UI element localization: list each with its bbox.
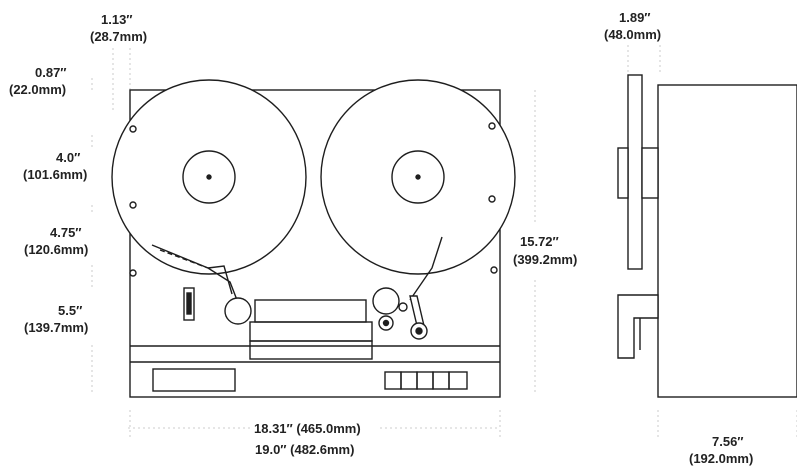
- right-reel-spindle: [415, 174, 421, 180]
- side-view: [617, 74, 797, 398]
- tape-tension-guide-left: [183, 265, 233, 321]
- side-head-bracket: [617, 294, 659, 359]
- side-reel-profile: [627, 74, 643, 270]
- dimension-5-5-inch: 5.5″: [58, 303, 83, 318]
- small-guide: [398, 302, 408, 312]
- dimension-4-75-mm: (120.6mm): [24, 242, 89, 257]
- side-hub-bridge: [641, 147, 659, 199]
- dimension-1-89-mm: (48.0mm): [604, 27, 662, 42]
- dimension-19-0: 19.0″ (482.6mm): [255, 442, 355, 457]
- dimension-1-13-inch: 1.13″: [101, 12, 133, 27]
- pinch-roller-core: [382, 319, 390, 327]
- head-cover: [254, 299, 367, 323]
- tension-arm-pivot-core: [415, 327, 423, 335]
- transport-buttons: [384, 371, 468, 390]
- counter-window: [152, 368, 236, 392]
- dimension-15-72-mm: (399.2mm): [513, 252, 578, 267]
- panel-screws: [129, 122, 498, 277]
- dimension-5-5-mm: (139.7mm): [24, 320, 89, 335]
- head-block-upper: [249, 321, 373, 342]
- left-reel-spindle: [206, 174, 212, 180]
- dimension-18-31: 18.31″ (465.0mm): [254, 421, 361, 436]
- right-reel-hub: [391, 150, 445, 204]
- head-block-lower: [249, 340, 373, 360]
- dimension-7-56-inch: 7.56″: [712, 434, 744, 449]
- dimension-1-13-mm: (28.7mm): [90, 29, 148, 44]
- dimension-4-0-inch: 4.0″: [56, 150, 81, 165]
- side-reel-hub: [617, 147, 629, 199]
- dimension-15-72-inch: 15.72″: [520, 234, 559, 249]
- dimension-4-75-inch: 4.75″: [50, 225, 82, 240]
- front-view: [111, 79, 516, 398]
- left-reel-hub: [182, 150, 236, 204]
- tape-path: [151, 236, 443, 301]
- dimension-7-56-mm: (192.0mm): [689, 451, 754, 466]
- dimension-1-89-inch: 1.89″: [619, 10, 651, 25]
- dimension-4-0-mm: (101.6mm): [23, 167, 88, 182]
- left-guide-roller: [224, 297, 252, 325]
- extension-lines: [91, 45, 797, 440]
- capstan: [372, 287, 400, 315]
- front-panel-outline: [129, 89, 501, 398]
- dimension-0-87-mm: (22.0mm): [9, 82, 67, 97]
- side-body: [657, 84, 797, 398]
- dimension-0-87-inch: 0.87″: [35, 65, 67, 80]
